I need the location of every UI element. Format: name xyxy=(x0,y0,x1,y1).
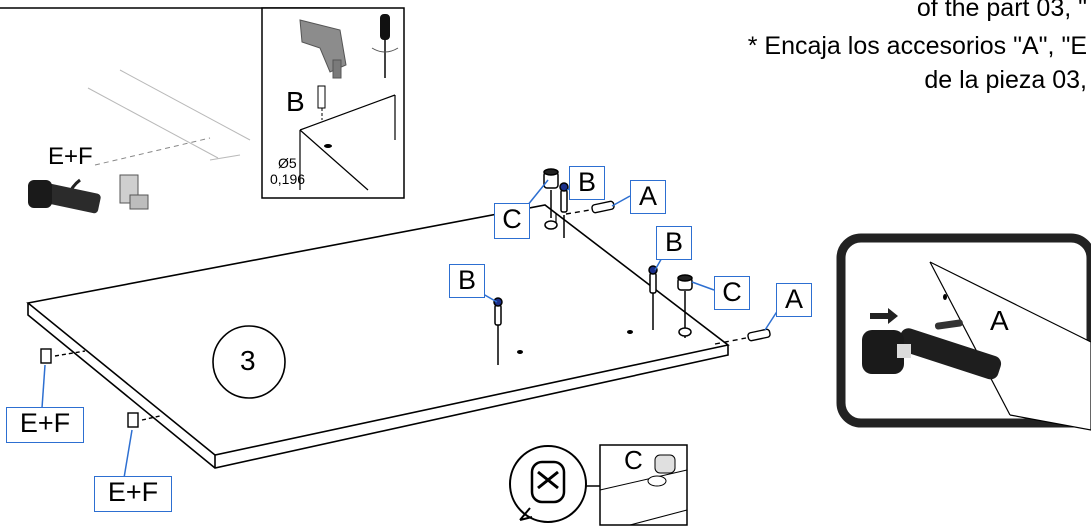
panel-number: 3 xyxy=(240,345,256,376)
callout-a-right: A xyxy=(776,283,812,317)
panel-holes xyxy=(517,330,633,354)
callout-c-upper: C xyxy=(494,203,530,239)
bracket-ef-upper xyxy=(40,348,86,364)
drill-detail-box xyxy=(261,7,405,199)
cam-bolt-detail xyxy=(28,69,251,214)
bracket-ef-lower xyxy=(127,412,161,428)
dowel-a-upper xyxy=(565,200,615,215)
cam-lock-detail-label: C xyxy=(624,445,643,475)
callout-ef-lower: E+F xyxy=(94,476,172,512)
drill-diameter-in: 0,196 xyxy=(270,171,306,187)
part-number-circle xyxy=(212,325,286,399)
callout-b-upper: B xyxy=(569,166,605,200)
callout-b-right: B xyxy=(656,226,692,260)
instruction-line-3: de la pieza 03, xyxy=(924,66,1087,94)
cam-lock-detail xyxy=(509,444,688,526)
instruction-line-1: of the part 03, " xyxy=(916,0,1087,22)
screw-b-left xyxy=(493,297,503,365)
callout-c-right: C xyxy=(714,276,750,310)
dowel-detail-box xyxy=(836,233,1091,431)
instruction-line-2: * Encaja los accesorios "A", "E xyxy=(747,32,1087,60)
screw-b-upper xyxy=(544,182,569,238)
cam-c-right xyxy=(677,274,693,338)
dowel-detail-label: A xyxy=(990,305,1009,336)
dowel-a-right xyxy=(714,328,771,345)
callout-a-upper: A xyxy=(630,180,666,214)
drill-hole-label: B xyxy=(286,86,305,117)
screw-b-right xyxy=(648,265,658,330)
cam-c-upper xyxy=(543,168,559,218)
callout-ef-upper: E+F xyxy=(6,407,84,443)
cam-detail-label: E+F xyxy=(48,143,93,170)
panel-3 xyxy=(26,204,730,469)
drill-diameter-mm: Ø5 xyxy=(278,155,297,171)
callout-b-left: B xyxy=(449,264,485,298)
